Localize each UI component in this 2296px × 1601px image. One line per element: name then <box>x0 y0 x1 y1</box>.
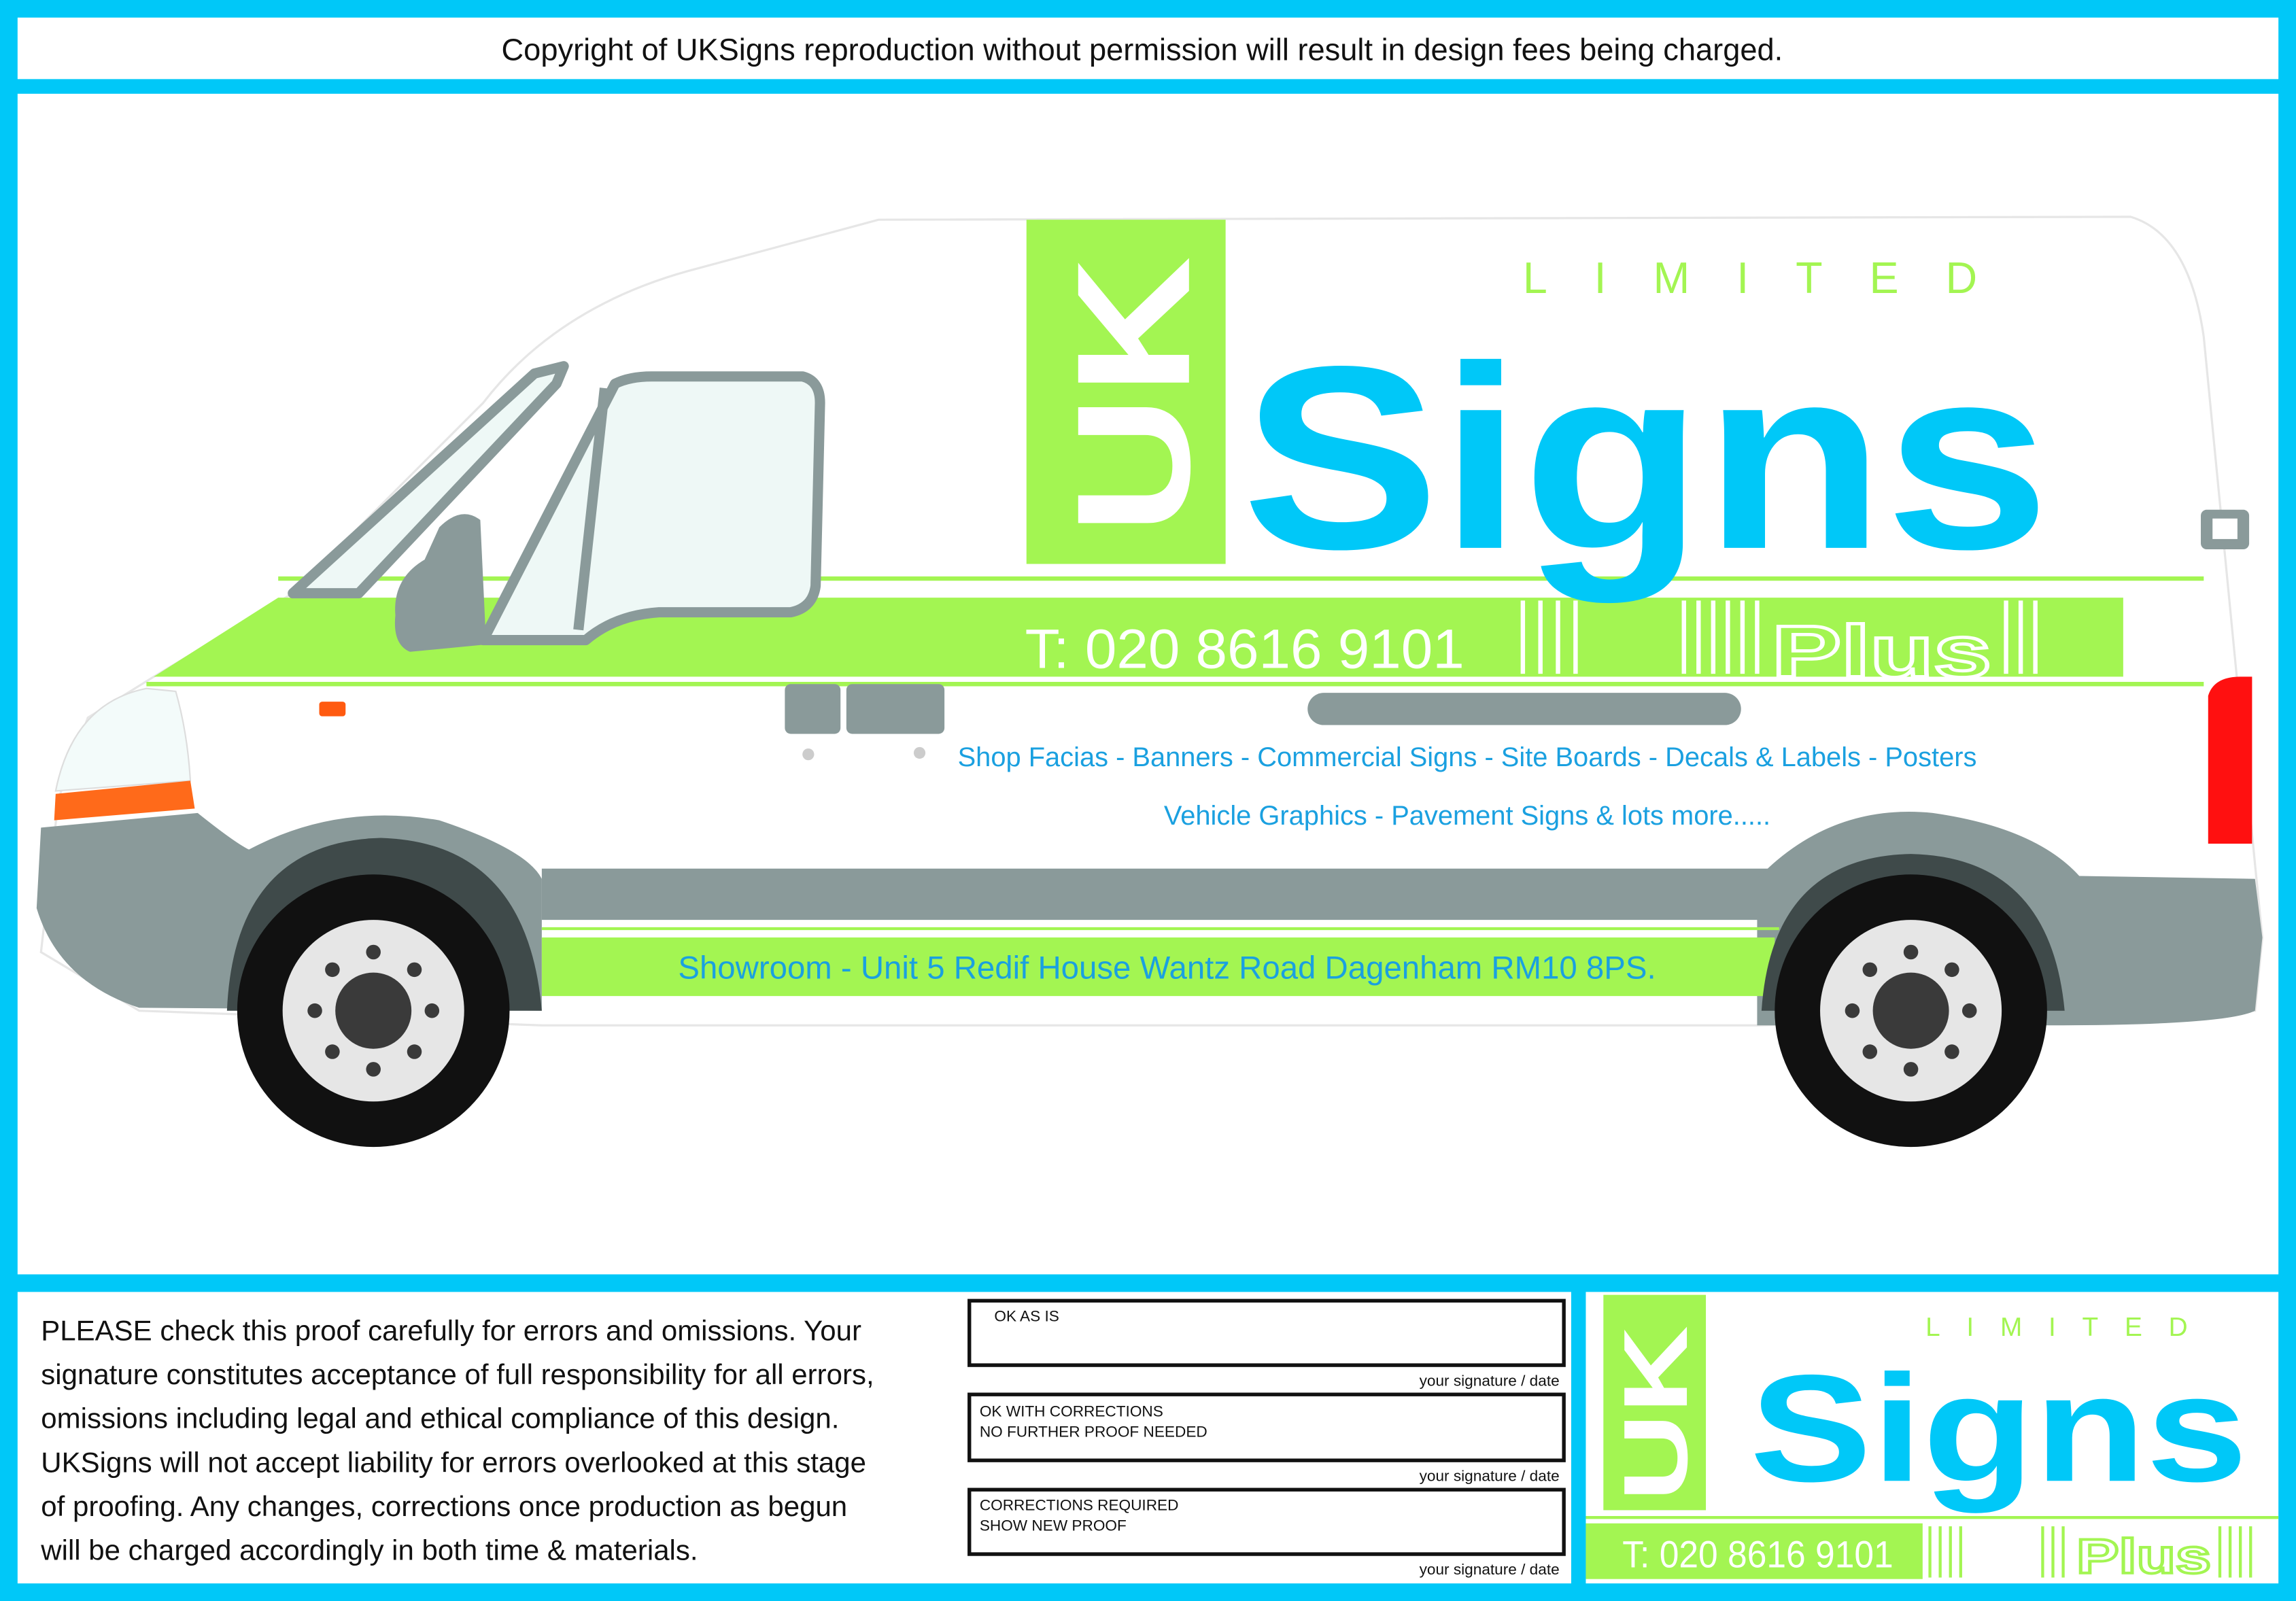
services-line-2: Vehicle Graphics - Pavement Signs & lots… <box>1164 801 1770 831</box>
approval-label: OK WITH CORRECTIONS <box>980 1403 1163 1420</box>
signature-label: your signature / date <box>1420 1372 1560 1389</box>
van-logo: UK LIMITED Signs Plus T: 020 8616 9101 <box>1025 220 2050 694</box>
logo-uk-block <box>1026 220 1226 564</box>
footer-phone: T: 020 8616 9101 <box>1622 1532 1893 1575</box>
logo-limited: LIMITED <box>1523 254 2024 303</box>
logo-uk: UK <box>1044 256 1224 534</box>
front-wheel <box>237 874 510 1148</box>
disclaimer-line: will be charged accordingly in both time… <box>40 1534 698 1566</box>
approval-box-ok-with-corrections[interactable]: OK WITH CORRECTIONS NO FURTHER PROOF NEE… <box>967 1392 1566 1484</box>
disclaimer: PLEASE check this proof carefully for er… <box>40 1314 874 1566</box>
wing-mirror <box>394 514 487 652</box>
door-handle <box>846 684 945 734</box>
disclaimer-line: omissions including legal and ethical co… <box>41 1402 839 1434</box>
approval-label: OK AS IS <box>994 1307 1059 1324</box>
services-line-1: Shop Facias - Banners - Commercial Signs… <box>958 742 1977 772</box>
signature-label: your signature / date <box>1420 1561 1560 1578</box>
footer-logo-uk: UK <box>1605 1326 1707 1502</box>
copyright-notice: Copyright of UKSigns reproduction withou… <box>502 32 1783 67</box>
side-sill <box>541 868 1787 920</box>
side-indicator <box>319 702 346 717</box>
disclaimer-line: of proofing. Any changes, corrections on… <box>41 1490 847 1522</box>
footer-logo: UK LIMITED Signs Plus T: 020 8616 9101 <box>1586 1292 2279 1585</box>
approval-box-ok[interactable]: OK AS IS your signature / date <box>967 1298 1566 1389</box>
logo-plus: Plus <box>1772 610 1991 692</box>
side-window <box>478 371 825 646</box>
approval-label: SHOW NEW PROOF <box>980 1517 1127 1534</box>
approval-box-corrections-required[interactable]: CORRECTIONS REQUIRED SHOW NEW PROOF your… <box>967 1487 1566 1578</box>
showroom-address: Showroom - Unit 5 Redif House Wantz Road… <box>678 950 1656 986</box>
disclaimer-line: signature constitutes acceptance of full… <box>41 1358 874 1390</box>
approval-label: NO FURTHER PROOF NEEDED <box>980 1424 1207 1441</box>
wheel-nuts <box>307 944 1977 1077</box>
windscreen <box>288 361 569 599</box>
plus-barcode <box>1520 600 2038 674</box>
signature-label: your signature / date <box>1420 1467 1560 1484</box>
van-illustration: UK LIMITED Signs Plus T: 020 8616 9101 S… <box>36 216 2264 1148</box>
door-handle <box>785 684 841 734</box>
header-box <box>17 17 2279 80</box>
showroom-strip <box>541 937 1775 997</box>
approval-label: CORRECTIONS REQUIRED <box>980 1496 1179 1513</box>
tail-light <box>2208 676 2252 844</box>
disclaimer-line: UKSigns will not accept liability for er… <box>41 1446 866 1478</box>
disclaimer-line: PLEASE check this proof carefully for er… <box>41 1314 861 1346</box>
footer-logo-plus: Plus <box>2076 1530 2211 1584</box>
headlight-strip <box>54 780 195 821</box>
sliding-door-rail <box>1307 693 1741 725</box>
logo-signs: Signs <box>1241 313 2050 605</box>
footer-logo-signs: Signs <box>1750 1343 2248 1513</box>
phone-number: T: 020 8616 9101 <box>1025 618 1464 680</box>
rear-wheel <box>1775 874 2047 1148</box>
footer-logo-limited: LIMITED <box>1925 1313 2214 1342</box>
